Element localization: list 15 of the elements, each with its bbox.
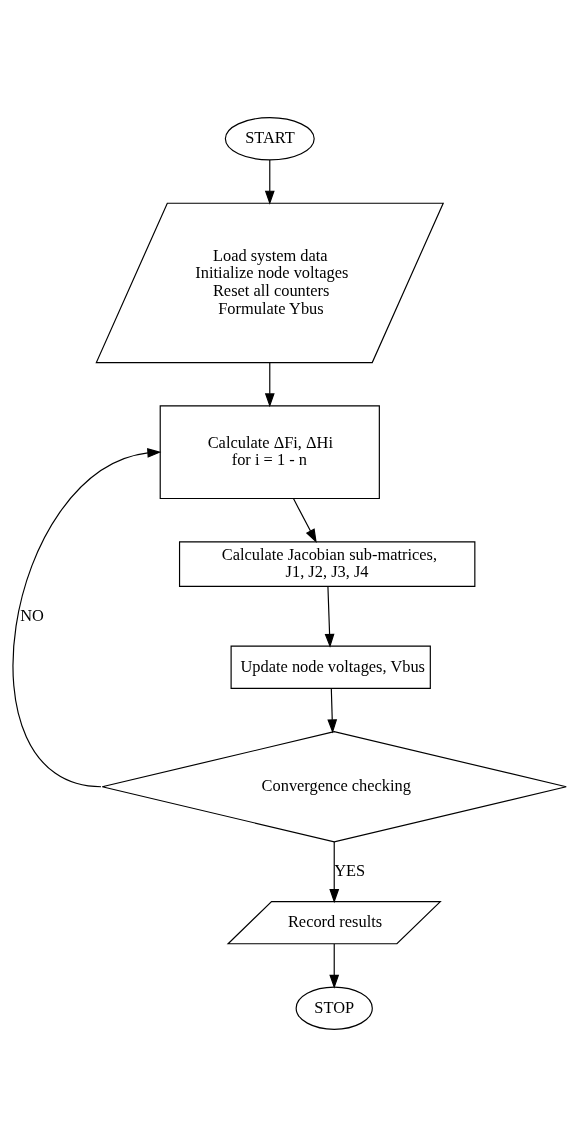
node-ellipse: STOP — [295, 986, 373, 1030]
node-diamond: Convergence checking — [101, 731, 567, 843]
arrow — [327, 688, 338, 734]
node-box: Calculate ΔFi, ΔHi for i = 1 - n — [159, 405, 380, 500]
node-ellipse: START — [224, 117, 315, 161]
edge-label: NO — [20, 605, 44, 625]
arrow — [329, 943, 340, 989]
arrow — [264, 159, 275, 205]
arrow — [324, 586, 335, 648]
arrow — [12, 448, 162, 788]
arrow — [329, 841, 340, 904]
arrow — [292, 498, 317, 544]
node-box: Calculate Jacobian sub-matrices, J1, J2, J3, J4 — [178, 541, 476, 587]
node-box: Update node voltages, Vbus — [230, 645, 431, 689]
arrow — [264, 362, 275, 408]
